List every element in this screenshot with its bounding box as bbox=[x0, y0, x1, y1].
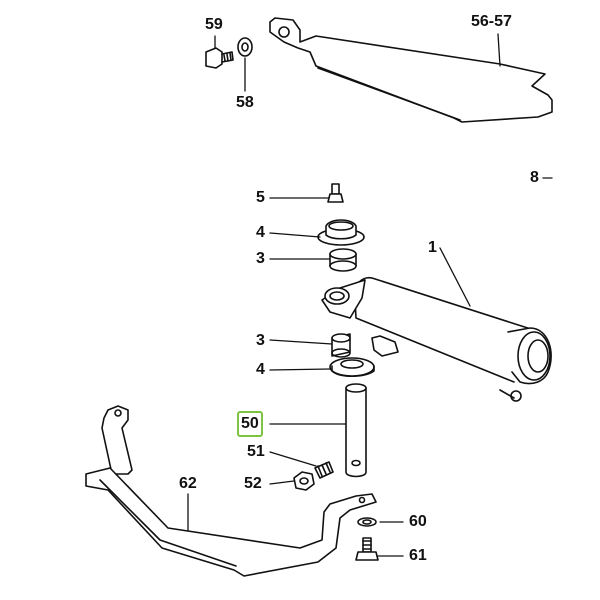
part-label-50-highlighted[interactable]: 50 bbox=[237, 411, 263, 437]
part-label-52: 52 bbox=[244, 475, 262, 492]
part-label-51: 51 bbox=[247, 443, 265, 460]
part-label-4-upper: 4 bbox=[256, 224, 265, 241]
leader-4-upper bbox=[269, 232, 321, 238]
cylinder-1 bbox=[321, 276, 552, 402]
part-label-1: 1 bbox=[428, 239, 437, 256]
leader-52 bbox=[269, 480, 295, 485]
washer-60 bbox=[357, 517, 377, 527]
part-label-5: 5 bbox=[256, 189, 265, 206]
seal-4-lower bbox=[329, 357, 375, 378]
part-label-61: 61 bbox=[409, 547, 427, 564]
leader-1 bbox=[439, 247, 471, 307]
leader-3-lower bbox=[269, 339, 333, 345]
part-label-60: 60 bbox=[409, 513, 427, 530]
part-label-3-upper: 3 bbox=[256, 250, 265, 267]
part-label-56-57: 56-57 bbox=[471, 13, 512, 30]
frame-62 bbox=[85, 405, 377, 577]
pin-50 bbox=[345, 383, 367, 478]
part-label-62: 62 bbox=[179, 475, 197, 492]
part-label-8: 8 bbox=[530, 169, 539, 186]
part-label-4-lower: 4 bbox=[256, 361, 265, 378]
leader-4-lower bbox=[269, 368, 331, 371]
part-label-59: 59 bbox=[205, 16, 223, 33]
bracket-56-57 bbox=[269, 17, 553, 123]
bushing-3-upper bbox=[329, 248, 357, 272]
seal-4-upper bbox=[317, 219, 365, 246]
leader-56-57 bbox=[497, 33, 501, 67]
bolt-51 bbox=[314, 461, 334, 479]
leader-lines bbox=[187, 33, 553, 557]
bolt-59 bbox=[205, 47, 234, 69]
nut-52 bbox=[293, 471, 315, 491]
washer-58 bbox=[237, 37, 253, 57]
bolt-61 bbox=[355, 537, 379, 561]
grease-nipple-5 bbox=[327, 183, 344, 203]
leader-51 bbox=[269, 451, 317, 467]
bushing-3-lower bbox=[331, 333, 351, 358]
part-label-3-lower: 3 bbox=[256, 332, 265, 349]
part-label-58: 58 bbox=[236, 94, 254, 111]
